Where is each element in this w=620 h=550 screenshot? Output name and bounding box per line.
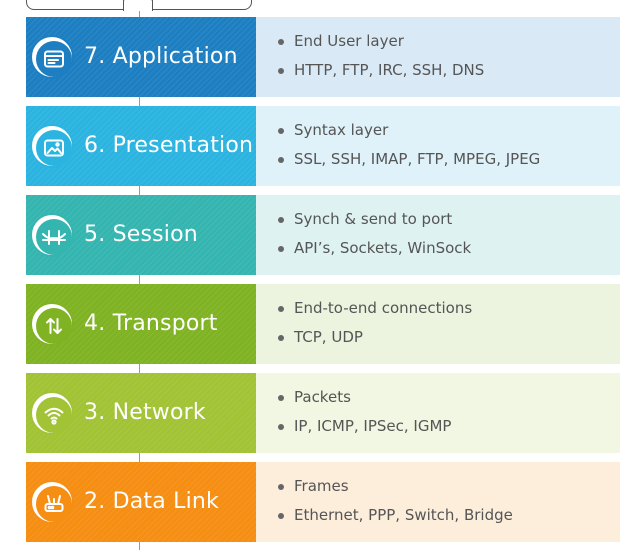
list-item: Ethernet, PPP, Switch, Bridge <box>276 501 513 530</box>
layer-title: 7. Application <box>84 44 238 69</box>
layer-icon-badge <box>30 35 74 79</box>
layer-title: 5. Session <box>84 222 198 247</box>
layer-color-block: 3. Network <box>26 373 256 453</box>
image-icon <box>36 130 72 166</box>
window-icon <box>36 41 72 77</box>
layer-presentation: 6. Presentation Syntax layer SSL, SSH, I… <box>0 106 620 186</box>
layer-color-block: 4. Transport <box>26 284 256 364</box>
layer-application: 7. Application End User layer HTTP, FTP,… <box>0 17 620 97</box>
wifi-icon <box>36 397 72 433</box>
list-item: SSL, SSH, IMAP, FTP, MPEG, JPEG <box>276 145 540 174</box>
bridge-icon <box>36 219 72 255</box>
list-item: Frames <box>276 472 513 501</box>
protocol-list: Frames Ethernet, PPP, Switch, Bridge <box>276 472 513 530</box>
layer-icon-badge <box>30 302 74 346</box>
transfer-arrows-icon <box>36 308 72 344</box>
list-item: API’s, Sockets, WinSock <box>276 234 471 263</box>
list-item: IP, ICMP, IPSec, IGMP <box>276 412 451 441</box>
layer-icon-badge <box>30 213 74 257</box>
layer-title: 4. Transport <box>84 311 218 336</box>
list-item: End User layer <box>276 27 484 56</box>
list-item: HTTP, FTP, IRC, SSH, DNS <box>276 56 484 85</box>
protocol-list: End-to-end connections TCP, UDP <box>276 294 472 352</box>
layer-session: 5. Session Synch & send to port API’s, S… <box>0 195 620 275</box>
layer-icon-badge <box>30 391 74 435</box>
top-box-notch <box>123 0 153 11</box>
layer-color-block: 6. Presentation <box>26 106 256 186</box>
connector-line <box>139 0 140 550</box>
layer-title: 2. Data Link <box>84 489 219 514</box>
top-partial-box <box>26 0 252 11</box>
layer-description-panel: Packets IP, ICMP, IPSec, IGMP <box>256 373 620 453</box>
list-item: Synch & send to port <box>276 205 471 234</box>
layer-description-panel: End User layer HTTP, FTP, IRC, SSH, DNS <box>256 17 620 97</box>
layer-icon-badge <box>30 480 74 524</box>
protocol-list: Synch & send to port API’s, Sockets, Win… <box>276 205 471 263</box>
list-item: Packets <box>276 383 451 412</box>
layer-network: 3. Network Packets IP, ICMP, IPSec, IGMP <box>0 373 620 453</box>
layer-color-block: 2. Data Link <box>26 462 256 542</box>
layer-transport: 4. Transport End-to-end connections TCP,… <box>0 284 620 364</box>
layer-description-panel: Frames Ethernet, PPP, Switch, Bridge <box>256 462 620 542</box>
layer-title: 6. Presentation <box>84 133 254 158</box>
layer-data-link: 2. Data Link Frames Ethernet, PPP, Switc… <box>0 462 620 542</box>
layer-color-block: 5. Session <box>26 195 256 275</box>
layer-description-panel: Syntax layer SSL, SSH, IMAP, FTP, MPEG, … <box>256 106 620 186</box>
protocol-list: Syntax layer SSL, SSH, IMAP, FTP, MPEG, … <box>276 116 540 174</box>
layer-color-block: 7. Application <box>26 17 256 97</box>
layer-title: 3. Network <box>84 400 206 425</box>
layer-description-panel: End-to-end connections TCP, UDP <box>256 284 620 364</box>
protocol-list: Packets IP, ICMP, IPSec, IGMP <box>276 383 451 441</box>
list-item: End-to-end connections <box>276 294 472 323</box>
layer-description-panel: Synch & send to port API’s, Sockets, Win… <box>256 195 620 275</box>
router-icon <box>36 486 72 522</box>
protocol-list: End User layer HTTP, FTP, IRC, SSH, DNS <box>276 27 484 85</box>
layer-icon-badge <box>30 124 74 168</box>
list-item: TCP, UDP <box>276 323 472 352</box>
list-item: Syntax layer <box>276 116 540 145</box>
